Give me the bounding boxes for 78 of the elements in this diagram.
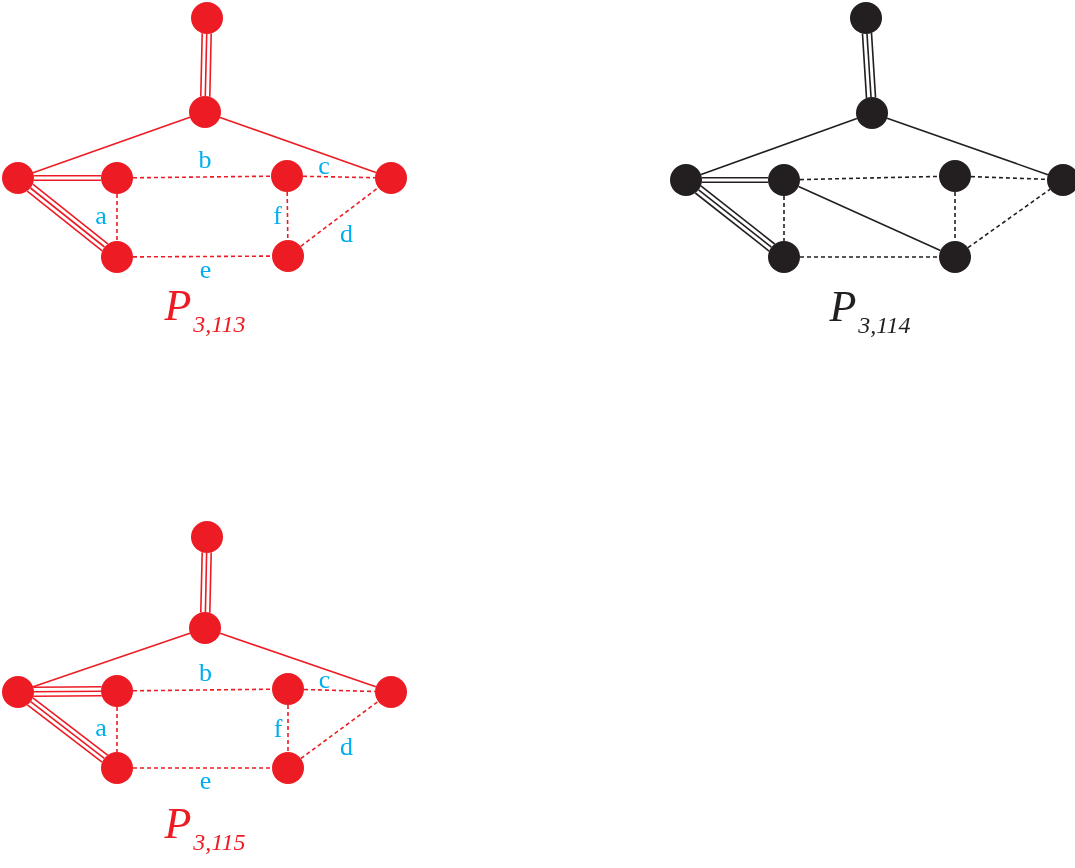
vertex-dot xyxy=(191,2,223,34)
vertex-dot xyxy=(850,2,882,34)
connecting-line xyxy=(32,685,103,689)
vertex-dot xyxy=(272,673,304,705)
vertex-dot xyxy=(101,162,133,194)
connecting-line xyxy=(886,117,1049,176)
connecting-line xyxy=(219,116,377,174)
connecting-line xyxy=(797,185,942,252)
dashed-line xyxy=(967,188,1051,249)
dashed-line xyxy=(116,193,118,242)
connecting-line xyxy=(204,33,208,97)
edge-label: e xyxy=(199,256,212,283)
dashed-line xyxy=(132,175,272,179)
dashed-line xyxy=(783,195,785,242)
edge-label: c xyxy=(318,153,330,179)
connecting-line xyxy=(32,694,103,698)
connecting-line xyxy=(861,32,868,99)
edge-label: f xyxy=(273,715,283,742)
edge-label: f xyxy=(273,203,282,229)
dashed-line xyxy=(132,767,273,769)
graph-caption: P$_{3,114}$ xyxy=(829,283,911,340)
connecting-line xyxy=(209,32,212,98)
connecting-line xyxy=(870,32,877,99)
dashed-line xyxy=(132,255,273,258)
vertex-dot xyxy=(2,676,34,708)
dashed-line xyxy=(287,704,289,753)
dashed-line xyxy=(132,688,273,692)
connecting-line xyxy=(701,181,769,184)
dashed-line xyxy=(799,175,940,181)
dashed-line xyxy=(302,175,376,179)
edge-label: a xyxy=(95,714,107,741)
edge-label: b xyxy=(198,147,212,173)
dashed-line xyxy=(116,706,118,753)
connecting-line xyxy=(700,117,858,176)
vertex-dot xyxy=(101,675,133,707)
graph-caption: P$_{3,113}$ xyxy=(164,282,246,339)
dashed-line xyxy=(300,186,379,248)
vertex-dot xyxy=(101,752,133,784)
edge-label: b xyxy=(199,660,212,686)
vertex-dot xyxy=(768,164,800,196)
connecting-line xyxy=(219,632,377,688)
vertex-dot xyxy=(939,241,971,273)
vertex-dot xyxy=(271,160,303,192)
dashed-line xyxy=(286,191,289,241)
vertex-dot xyxy=(272,240,304,272)
vertex-dot xyxy=(272,752,304,784)
connecting-line xyxy=(33,690,102,693)
connecting-line xyxy=(32,632,191,688)
vertex-dot xyxy=(2,162,34,194)
vertex-dot xyxy=(1047,164,1075,196)
connecting-line xyxy=(200,32,203,98)
vertex-dot xyxy=(375,676,407,708)
connecting-line xyxy=(701,177,769,179)
edge-label: c xyxy=(318,666,331,693)
vertex-dot xyxy=(101,241,133,273)
vertex-dot xyxy=(191,521,223,553)
vertex-dot xyxy=(375,162,407,194)
edge-label: d xyxy=(340,734,353,760)
vertex-dot xyxy=(768,241,800,273)
vertex-dot xyxy=(189,612,221,644)
graph-caption: P$_{3,115}$ xyxy=(164,800,246,857)
edge-label: a xyxy=(95,202,107,229)
connecting-line xyxy=(866,33,872,98)
connecting-line xyxy=(204,552,208,613)
edge-label: d xyxy=(340,221,353,247)
dashed-line xyxy=(970,175,1048,181)
connecting-line xyxy=(33,175,102,177)
vertex-dot xyxy=(939,160,971,192)
edge-label: e xyxy=(199,768,212,794)
connecting-line xyxy=(200,551,203,614)
connecting-line xyxy=(33,179,102,182)
connecting-line xyxy=(209,551,212,614)
vertex-dot xyxy=(670,164,702,196)
vertex-dot xyxy=(189,96,221,128)
dashed-line xyxy=(300,700,379,760)
connecting-line xyxy=(32,116,191,174)
dashed-line xyxy=(799,256,940,258)
vertex-dot xyxy=(856,97,888,129)
